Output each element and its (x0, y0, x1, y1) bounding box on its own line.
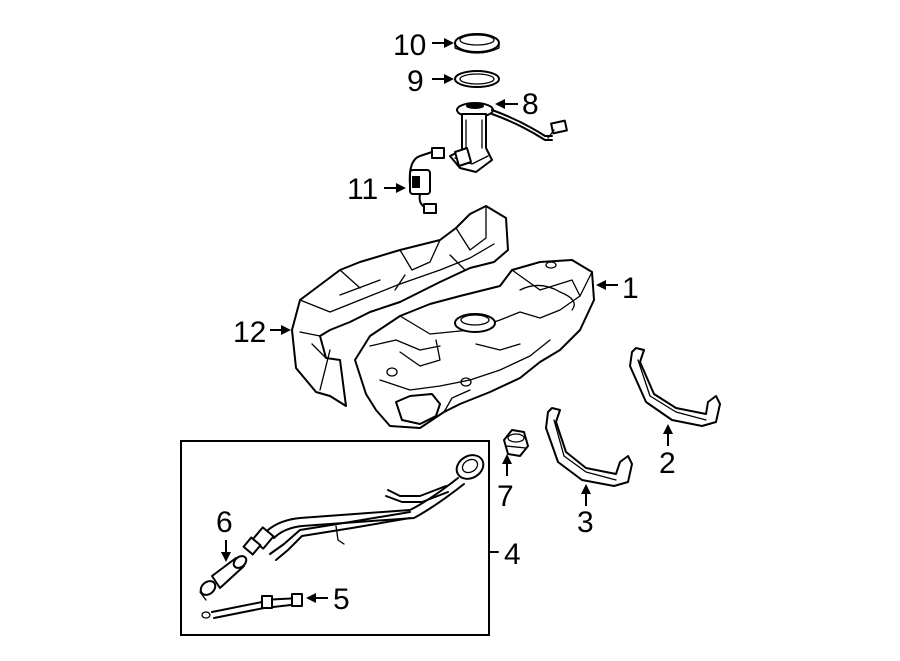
callout-9: 9 (407, 65, 454, 98)
callout-8-label: 8 (522, 88, 539, 121)
part-11-sending-unit (408, 147, 445, 214)
callout-4-label: 4 (504, 538, 521, 571)
callout-10-label: 10 (393, 29, 426, 62)
part-7-fuel-cap (503, 429, 529, 457)
part-2-tank-strap (629, 347, 721, 427)
part-9-seal (454, 70, 500, 88)
callout-7: 7 (497, 454, 514, 513)
part-6-hose (199, 555, 248, 601)
callout-7-label: 7 (497, 480, 514, 513)
callout-11: 11 (347, 173, 406, 206)
callout-12: 12 (233, 316, 291, 349)
part-1-fuel-tank (354, 259, 595, 429)
callout-1: 1 (596, 272, 639, 305)
callout-6-label: 6 (216, 506, 233, 539)
callout-2: 2 (659, 424, 676, 480)
callout-5: 5 (306, 583, 350, 616)
callout-1-label: 1 (622, 272, 639, 305)
part-4-filler-assembly-box (180, 440, 499, 636)
part-4-filler-pipe (242, 454, 485, 561)
part-5-vent-tube (201, 593, 303, 619)
part-3-tank-strap (545, 407, 633, 487)
callout-4: 4 (504, 538, 521, 571)
callout-11-label: 11 (347, 173, 378, 206)
callout-2-label: 2 (659, 447, 676, 480)
part-10-lock-ring (454, 33, 500, 54)
callout-5-label: 5 (333, 583, 350, 616)
callout-6: 6 (216, 506, 233, 562)
callout-3-label: 3 (577, 506, 594, 539)
part-12-heat-shield (291, 205, 509, 407)
part-8-fuel-pump-module (449, 102, 568, 173)
callout-12-label: 12 (233, 316, 266, 349)
callout-8: 8 (495, 88, 539, 121)
callout-3: 3 (577, 484, 594, 539)
callout-9-label: 9 (407, 65, 424, 98)
callout-10: 10 (393, 29, 454, 62)
